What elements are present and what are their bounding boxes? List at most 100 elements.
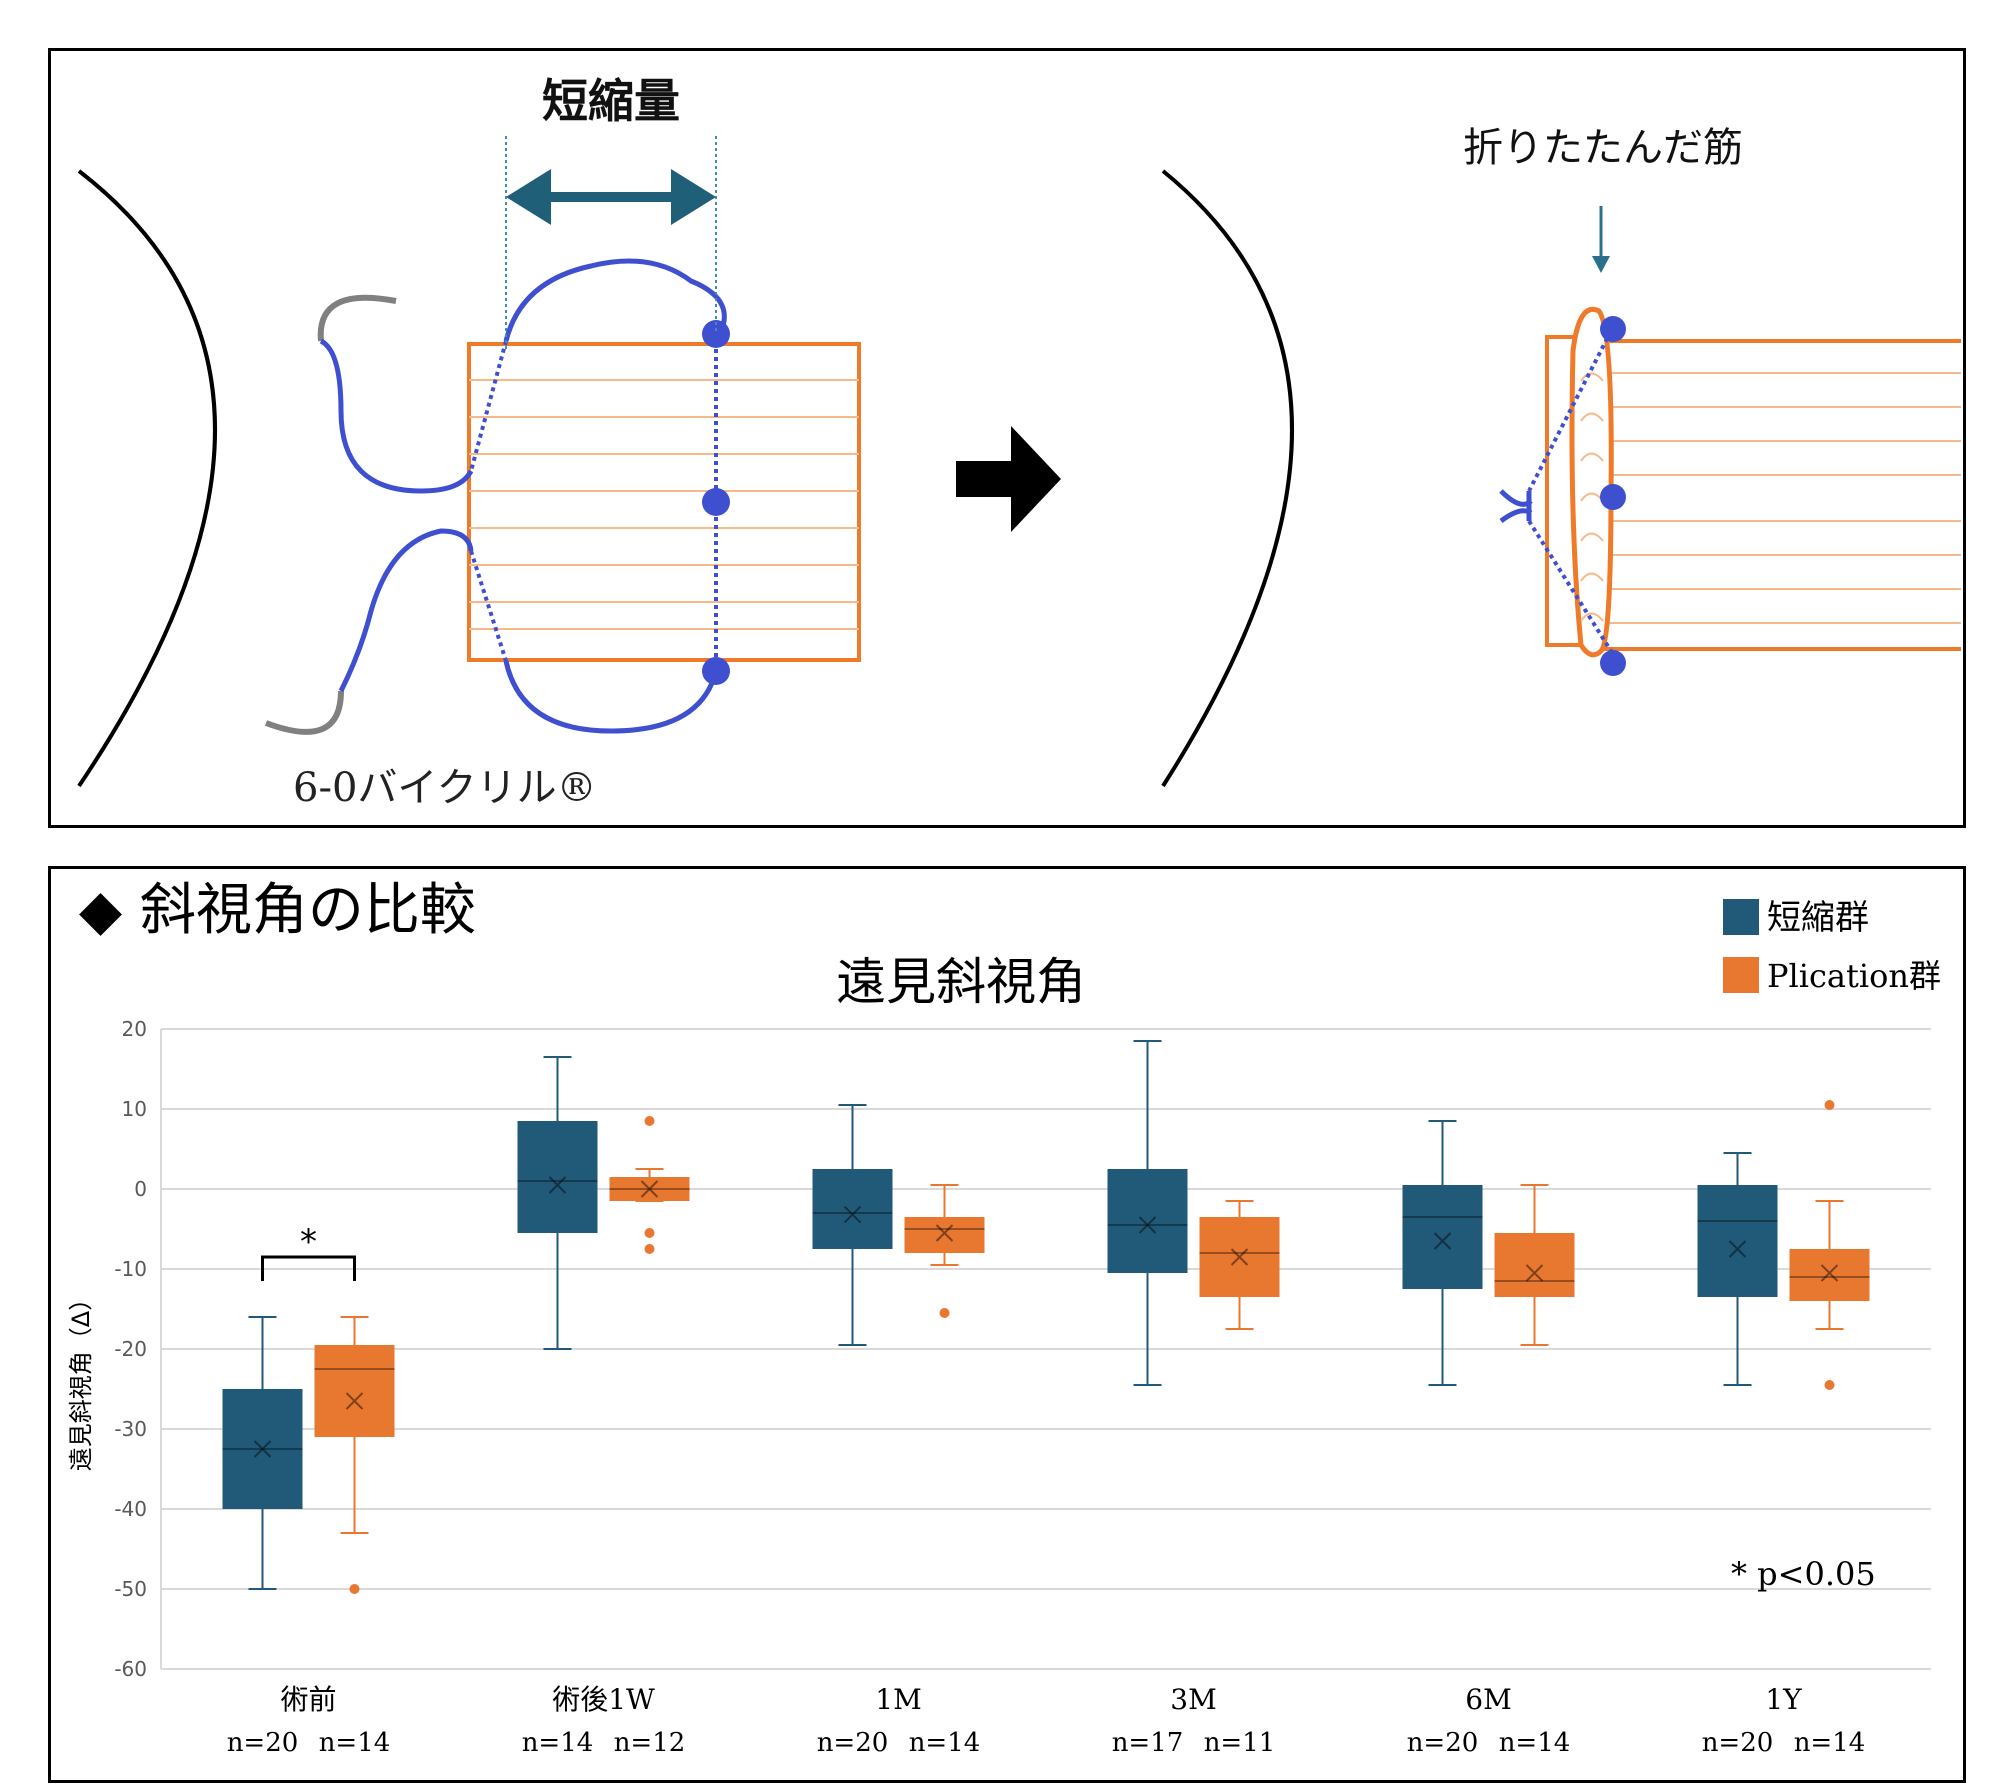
box-plication-2: [904, 1184, 985, 1318]
x-tick-label: 1Y: [1765, 1683, 1802, 1716]
folded-knot-top: [1600, 316, 1626, 342]
chart-title: 遠見斜視角: [836, 953, 1086, 1011]
mean-marker: [548, 1176, 567, 1194]
down-arrow-icon: [1592, 206, 1610, 273]
legend-swatch-short: [1723, 899, 1759, 935]
knot-top: [702, 320, 730, 348]
mean-marker: [253, 1440, 272, 1458]
folded-label: 折りたたんだ筋: [1463, 125, 1743, 171]
mean-marker: [345, 1392, 364, 1410]
folded-knot: [1499, 489, 1533, 524]
n-label-plication: n=14: [1794, 1728, 1866, 1758]
suture-dotted: [469, 340, 718, 671]
n-label-plication: n=12: [614, 1728, 686, 1758]
box-short-5: [1697, 1152, 1778, 1386]
boxes-layer: [222, 1040, 1870, 1594]
box-body: [222, 1389, 303, 1509]
box-plication-1: [609, 1116, 690, 1254]
outlier-point: [644, 1116, 655, 1126]
n-label-short: n=20: [1702, 1728, 1774, 1758]
legend-label-short: 短縮群: [1767, 898, 1869, 938]
box-body: [1789, 1249, 1870, 1301]
n-label-short: n=20: [817, 1728, 889, 1758]
mean-marker: [843, 1205, 862, 1224]
lower-needle: [264, 690, 344, 735]
panel-title: ◆ 斜視角の比較: [79, 878, 476, 943]
legend-label-plication: Plication群: [1767, 957, 1941, 995]
mean-marker: [1230, 1248, 1249, 1266]
y-tick-label: -40: [114, 1497, 147, 1521]
box-body: [812, 1169, 893, 1249]
n-label-plication: n=14: [1499, 1728, 1571, 1758]
x-tick-label: 3M: [1170, 1683, 1216, 1716]
y-tick-label: 20: [122, 1017, 147, 1041]
box-plication-3: [1199, 1200, 1280, 1330]
surgical-diagram: 短縮量 6-0バイクリル®: [77, 74, 1961, 811]
knot-mid: [702, 488, 730, 516]
box-body: [1402, 1185, 1483, 1289]
outlier-point: [1824, 1100, 1835, 1110]
surgical-diagram-panel: 短縮量 6-0バイクリル®: [48, 48, 1966, 828]
box-body: [904, 1217, 985, 1253]
folded-knot-mid: [1600, 484, 1626, 510]
box-plication-5: [1789, 1100, 1870, 1390]
mean-marker: [640, 1180, 659, 1198]
mean-marker: [935, 1224, 954, 1242]
folded-muscle-fibers: [1593, 372, 1961, 624]
muscle-fibers: [469, 379, 859, 630]
y-tick-label: 0: [134, 1177, 147, 1201]
significance-note: * p<0.05: [1731, 1555, 1876, 1593]
box-plication-0: [314, 1316, 395, 1594]
suture-path: [319, 258, 727, 734]
box-short-1: [517, 1056, 598, 1350]
shortening-label: 短縮量: [542, 74, 680, 128]
folded-muscle-curls: [1580, 372, 1604, 622]
x-tick-label: 術前: [280, 1683, 336, 1716]
mean-marker: [1728, 1240, 1747, 1258]
right-arrow-icon: [956, 426, 1061, 532]
box-body: [1107, 1169, 1188, 1273]
y-tick-label: -50: [114, 1577, 147, 1601]
n-label-short: n=20: [227, 1728, 299, 1758]
outlier-point: [644, 1244, 655, 1254]
box-short-0: [222, 1316, 303, 1590]
double-arrow: [506, 169, 716, 225]
box-body: [1199, 1217, 1280, 1297]
box-body: [1697, 1185, 1778, 1297]
y-tick-label: -20: [114, 1337, 147, 1361]
y-tick-label: -30: [114, 1417, 147, 1441]
outlier-point: [1824, 1380, 1835, 1390]
muscle-rect: [467, 342, 861, 662]
n-label-short: n=17: [1112, 1728, 1184, 1758]
box-body: [517, 1121, 598, 1233]
box-body: [1494, 1233, 1575, 1297]
box-plication-4: [1494, 1184, 1575, 1346]
n-label-short: n=14: [522, 1728, 594, 1758]
box-short-3: [1107, 1040, 1188, 1386]
x-tick-label: 6M: [1465, 1683, 1511, 1716]
mean-marker: [1138, 1216, 1157, 1234]
significance-star: *: [300, 1222, 317, 1262]
mean-marker: [1525, 1264, 1544, 1282]
n-label-short: n=20: [1407, 1728, 1479, 1758]
y-tick-label: -10: [114, 1257, 147, 1281]
box-body: [609, 1177, 690, 1201]
box-short-2: [812, 1104, 893, 1346]
box-plot-chart: ◆ 斜視角の比較 遠見斜視角 短縮群 Plication群 遠見斜視角（Δ） 2…: [67, 878, 1941, 1758]
folded-suture: [1527, 330, 1613, 653]
x-tick-label: 術後1W: [552, 1683, 655, 1716]
x-tick-label: 1M: [875, 1683, 921, 1716]
outlier-point: [644, 1228, 655, 1238]
knot-bottom: [702, 657, 730, 685]
significance-bracket: *: [261, 1222, 356, 1281]
grid-layer: [160, 1028, 1931, 1670]
measure-guides: [505, 136, 717, 351]
mean-marker: [1433, 1232, 1452, 1250]
outlier-point: [349, 1584, 360, 1594]
legend: 短縮群 Plication群: [1723, 898, 1941, 995]
y-axis-label: 遠見斜視角（Δ）: [67, 1287, 95, 1471]
suture-label: 6-0バイクリル®: [293, 765, 597, 811]
outlier-point: [939, 1308, 950, 1318]
legend-swatch-plication: [1723, 957, 1759, 993]
